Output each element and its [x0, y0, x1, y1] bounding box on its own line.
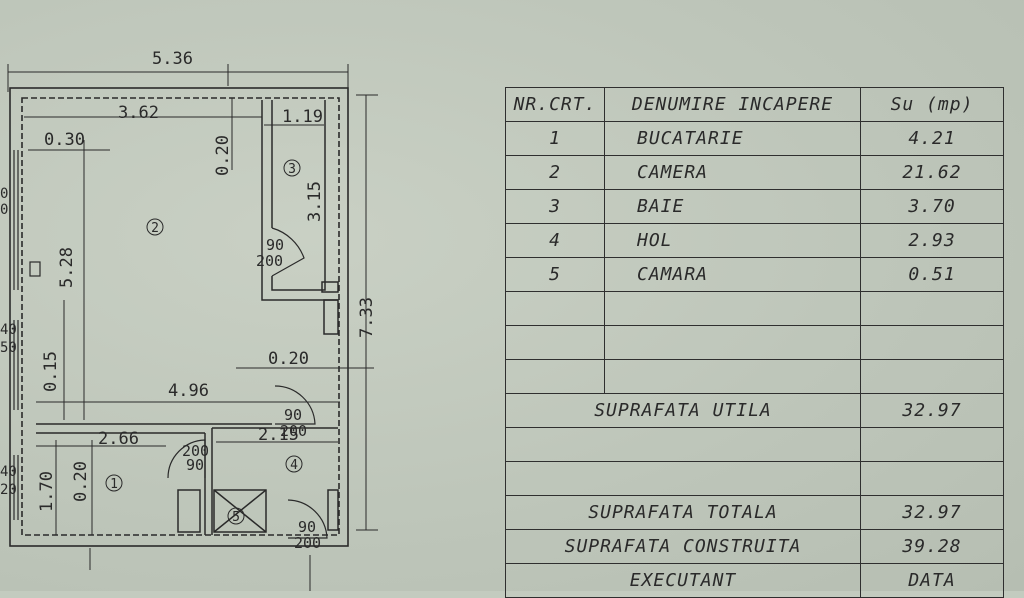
dim-partition: 0.20: [268, 349, 309, 369]
empty-row: [505, 359, 1004, 394]
floor-plan-drawing: 5.36 3.62 1.19 0.30 0.20 3.15 5.28 7.33 …: [0, 49, 378, 591]
suprafata-construita-label: SUPRAFATA CONSTRUITA: [505, 529, 861, 564]
suprafata-utila-row: SUPRAFATA UTILA 32.97: [505, 393, 1004, 428]
row-area: 3.70: [860, 189, 1004, 224]
room-1-number: 1: [110, 477, 118, 492]
row-name: BAIE: [604, 189, 861, 224]
door-entry-height: 200: [294, 534, 321, 552]
door-arcs: [167, 227, 328, 539]
empty-row: [505, 427, 1004, 462]
dim-room4-width: 2.15: [258, 425, 299, 445]
door-kitchen-height: 90: [186, 456, 204, 474]
row-nr: 5: [505, 257, 605, 292]
door-kitchen-width: 200: [182, 442, 209, 460]
row-nr: 1: [505, 121, 605, 156]
room-3-number: 3: [288, 162, 296, 177]
suprafata-utila-label: SUPRAFATA UTILA: [505, 393, 861, 428]
dim-room3-depth: 3.15: [305, 181, 325, 222]
window2-label-a: 40: [0, 322, 17, 338]
left-windows: [13, 150, 41, 520]
room-2-number: 2: [151, 221, 159, 236]
table-row: 3 BAIE 3.70: [505, 189, 1004, 224]
room-area-table: NR.CRT. DENUMIRE INCAPERE Su (mp) 1 BUCA…: [505, 87, 1004, 598]
suprafata-totala-row: SUPRAFATA TOTALA 32.97: [505, 495, 1004, 530]
empty-row: [505, 291, 1004, 326]
row-area: 4.21: [860, 121, 1004, 156]
row-nr: 4: [505, 223, 605, 258]
dim-room1-width: 2.66: [98, 429, 139, 449]
door-hall-width: 90: [284, 406, 302, 424]
dim-total-depth: 7.33: [357, 297, 377, 338]
suprafata-totala-label: SUPRAFATA TOTALA: [505, 495, 861, 530]
dim-wall-top: 0.20: [213, 135, 233, 176]
door-bath-width: 90: [266, 236, 284, 254]
row-name: CAMARA: [604, 257, 861, 292]
window1-label-b: 0: [0, 202, 8, 218]
row-name: HOL: [604, 223, 861, 258]
row-area: 0.51: [860, 257, 1004, 292]
row-name: BUCATARIE: [604, 121, 861, 156]
window3-label-b: 20: [0, 482, 17, 498]
table-row: 5 CAMARA 0.51: [505, 257, 1004, 292]
room3-walls: [261, 100, 339, 335]
table-row: 2 CAMERA 21.62: [505, 155, 1004, 190]
executant-row: EXECUTANT DATA: [505, 563, 1004, 598]
room-4-number: 4: [290, 458, 298, 473]
top-dimension: [7, 64, 349, 126]
dim-room3-width: 1.19: [282, 107, 323, 127]
door-bath-height: 200: [256, 252, 283, 270]
room-5-number: 5: [232, 510, 240, 525]
row-area: 21.62: [860, 155, 1004, 190]
header-nr-crt: NR.CRT.: [505, 87, 605, 122]
suprafata-construita-row: SUPRAFATA CONSTRUITA 39.28: [505, 529, 1004, 564]
partition-wall: [36, 423, 339, 535]
row-area: 2.93: [860, 223, 1004, 258]
dimension-lines: [28, 94, 378, 591]
room-number-markers: [105, 159, 303, 525]
outer-walls: [9, 87, 349, 547]
row-name: CAMERA: [604, 155, 861, 190]
dim-bottom-width: 4.96: [168, 381, 209, 401]
header-suprafata: Su (mp): [860, 87, 1004, 122]
dim-room2-width: 3.62: [118, 103, 159, 123]
dim-wall-bottom: 0.15: [41, 351, 61, 392]
table-row: 1 BUCATARIE 4.21: [505, 121, 1004, 156]
table-header-row: NR.CRT. DENUMIRE INCAPERE Su (mp): [505, 87, 1004, 122]
row-nr: 2: [505, 155, 605, 190]
empty-row: [505, 325, 1004, 360]
dim-room1-depth: 1.70: [37, 471, 57, 512]
window1-label-a: 0: [0, 186, 8, 202]
dim-total-width: 5.36: [152, 49, 193, 69]
door-entry-width: 90: [298, 518, 316, 536]
header-denumire: DENUMIRE INCAPERE: [604, 87, 861, 122]
executant-label: EXECUTANT: [505, 563, 861, 598]
suprafata-construita-value: 39.28: [860, 529, 1004, 564]
data-label: DATA: [860, 563, 1004, 598]
window3-label-a: 40: [0, 464, 17, 480]
window2-label-b: 50: [0, 340, 17, 356]
empty-row: [505, 461, 1004, 496]
suprafata-utila-value: 32.97: [860, 393, 1004, 428]
row-nr: 3: [505, 189, 605, 224]
door-hall-height: 200: [280, 422, 307, 440]
suprafata-totala-value: 32.97: [860, 495, 1004, 530]
dim-room1-wall: 0.20: [71, 461, 91, 502]
table-row: 4 HOL 2.93: [505, 223, 1004, 258]
dim-room2-depth: 5.28: [57, 247, 77, 288]
dim-wall-left: 0.30: [44, 130, 85, 150]
